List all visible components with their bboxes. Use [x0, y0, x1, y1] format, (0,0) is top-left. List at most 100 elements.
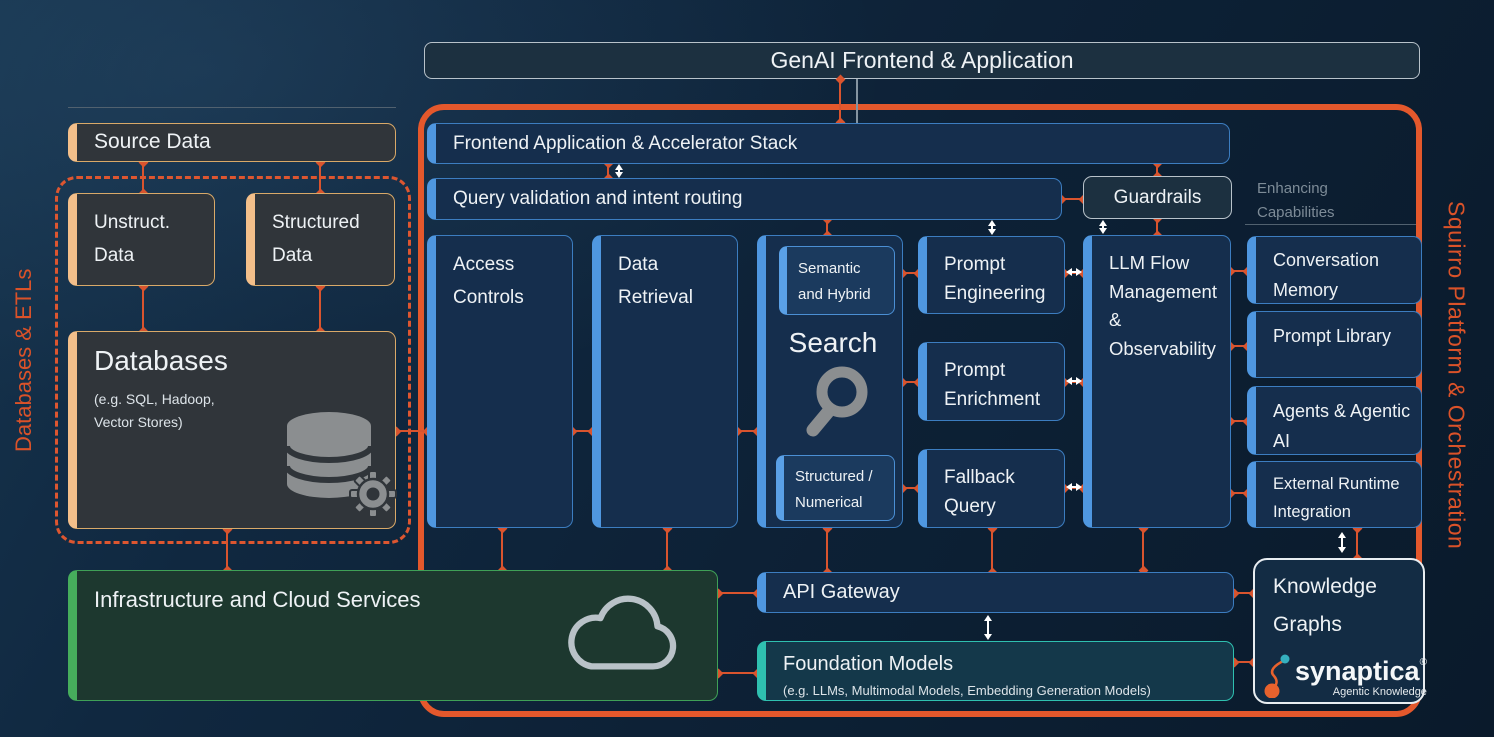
- frontend-stack-box: Frontend Application & Accelerator Stack: [427, 123, 1230, 164]
- connector: [737, 430, 758, 432]
- data-retrieval-box: Data Retrieval: [592, 235, 738, 528]
- structured-data-box: Structured Data: [246, 193, 395, 286]
- search-icon: [806, 366, 868, 437]
- double-arrow-icon: [987, 220, 996, 235]
- unstructured-data-box: Unstruct. Data: [68, 193, 215, 286]
- connector: [718, 672, 758, 674]
- connector: [991, 528, 993, 573]
- synaptica-mark: ®: [1419, 657, 1427, 668]
- prompt-library-box: Prompt Library: [1247, 311, 1422, 378]
- connector: [142, 286, 144, 332]
- connector: [396, 430, 428, 432]
- connector: [1234, 592, 1254, 594]
- synaptica-logo-icon: [1264, 654, 1290, 698]
- connector: [902, 381, 919, 383]
- connector: [1230, 420, 1248, 422]
- connector: [1230, 492, 1248, 494]
- connector: [572, 430, 593, 432]
- unstructured-data-label: Unstruct. Data: [94, 212, 171, 267]
- connector: [1230, 345, 1248, 347]
- api-gateway-label: API Gateway: [783, 581, 900, 603]
- databases-subtitle-1: (e.g. SQL, Hadoop,: [94, 390, 215, 407]
- search-box: Semantic and Hybrid Search Structured / …: [757, 235, 903, 528]
- enhancing-capabilities-divider: [1245, 224, 1421, 225]
- double-arrow-icon: [614, 164, 623, 178]
- genai-frontend-header: GenAI Frontend & Application: [424, 42, 1420, 79]
- infrastructure-label: Infrastructure and Cloud Services: [94, 587, 421, 612]
- connector: [718, 592, 758, 594]
- genai-frontend-title: GenAI Frontend & Application: [770, 46, 1074, 73]
- connector: [1064, 487, 1084, 489]
- llm-flow-box: LLM Flow Management & Observability: [1083, 235, 1231, 528]
- structured-numerical-box: Structured / Numerical: [776, 455, 895, 521]
- structured-numerical-label: Structured / Numerical: [795, 468, 873, 511]
- api-gateway-box: API Gateway: [757, 572, 1234, 613]
- connector: [1064, 272, 1084, 274]
- guardrails-label: Guardrails: [1113, 186, 1202, 208]
- semantic-hybrid-box: Semantic and Hybrid: [779, 246, 895, 315]
- source-data-label: Source Data: [94, 130, 211, 154]
- prompt-engineering-label: Prompt Engineering: [944, 254, 1046, 305]
- connector: [666, 528, 668, 571]
- connector: [142, 162, 144, 194]
- synaptica-brand: synaptica: [1295, 656, 1420, 686]
- fallback-query-label: Fallback Query: [944, 467, 1015, 518]
- connector: [1230, 270, 1248, 272]
- external-runtime-label: External Runtime Integration: [1273, 475, 1400, 522]
- connector: [1142, 528, 1144, 571]
- connector: [826, 528, 828, 573]
- knowledge-graphs-label: Knowledge Graphs: [1273, 575, 1377, 636]
- connector: [501, 528, 503, 571]
- guardrails-box: Guardrails: [1083, 176, 1232, 219]
- frontend-stack-label: Frontend Application & Accelerator Stack: [453, 132, 798, 154]
- data-retrieval-label: Data Retrieval: [618, 254, 693, 309]
- conversation-memory-box: Conversation Memory: [1247, 236, 1422, 304]
- access-controls-label: Access Controls: [453, 254, 524, 309]
- connector: [839, 79, 841, 123]
- databases-etls-frame: [55, 176, 411, 544]
- connector: [1156, 163, 1158, 177]
- double-arrow-icon: [1098, 220, 1107, 234]
- databases-subtitle-2: Vector Stores): [94, 414, 183, 431]
- connector: [826, 219, 828, 236]
- connector: [1234, 661, 1254, 663]
- source-data-box: Source Data: [68, 123, 396, 162]
- databases-box: Databases (e.g. SQL, Hadoop, Vector Stor…: [68, 331, 397, 529]
- squirro-platform-vertical-label: Squirro Platform & Orchestration: [1443, 200, 1470, 550]
- connector-gray: [856, 79, 858, 123]
- connector: [607, 163, 609, 179]
- connector: [1356, 528, 1358, 559]
- semantic-hybrid-label: Semantic and Hybrid: [798, 260, 871, 303]
- connector: [319, 162, 321, 194]
- connector: [1156, 218, 1158, 236]
- databases-title: Databases: [94, 345, 228, 376]
- connector: [319, 286, 321, 332]
- query-validation-label: Query validation and intent routing: [453, 188, 743, 210]
- prompt-engineering-box: Prompt Engineering: [918, 236, 1065, 314]
- llm-flow-label: LLM Flow Management & Observability: [1109, 252, 1217, 360]
- infrastructure-box: Infrastructure and Cloud Services: [68, 570, 718, 701]
- prompt-enrichment-label: Prompt Enrichment: [944, 360, 1041, 411]
- external-runtime-box: External Runtime Integration: [1247, 461, 1422, 528]
- foundation-models-subtitle: (e.g. LLMs, Multimodal Models, Embedding…: [783, 683, 1151, 698]
- knowledge-graphs-box: Knowledge Graphs synaptica® Agentic Know…: [1253, 558, 1427, 704]
- database-icon: [284, 412, 397, 518]
- double-arrow-icon: [1337, 532, 1346, 553]
- connector: [902, 487, 919, 489]
- foundation-models-box: Foundation Models (e.g. LLMs, Multimodal…: [757, 641, 1234, 701]
- connector: [1061, 198, 1084, 200]
- agents-agentic-ai-label: Agents & Agentic AI: [1273, 401, 1411, 451]
- structured-data-label: Structured Data: [272, 212, 360, 267]
- prompt-library-label: Prompt Library: [1273, 326, 1392, 346]
- agents-agentic-ai-box: Agents & Agentic AI: [1247, 386, 1422, 455]
- cloud-icon: [568, 595, 677, 670]
- prompt-enrichment-box: Prompt Enrichment: [918, 342, 1065, 421]
- fallback-query-box: Fallback Query: [918, 449, 1065, 528]
- divider-line-top-left: [68, 107, 396, 108]
- connector: [902, 272, 919, 274]
- foundation-models-title: Foundation Models: [783, 653, 954, 675]
- double-arrow-icon: [983, 615, 992, 640]
- connector: [1064, 381, 1084, 383]
- search-title: Search: [788, 327, 878, 358]
